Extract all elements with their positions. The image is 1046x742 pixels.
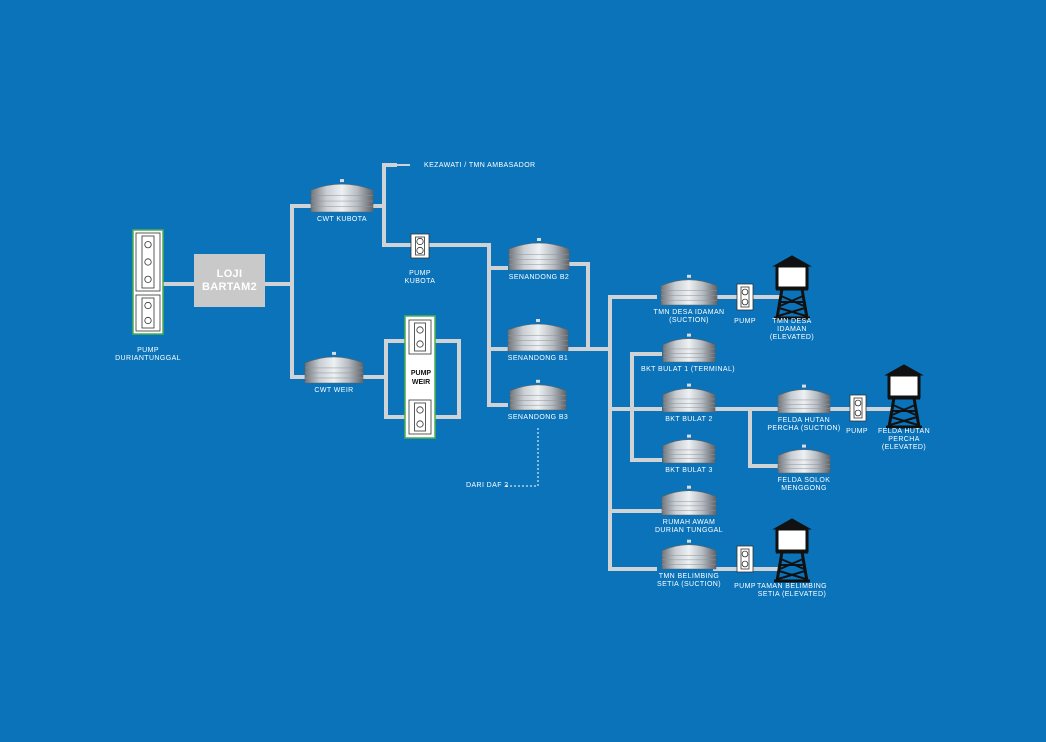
pump-pump-kubota [410,233,430,259]
water-tower-felda-hutan-percha-elevated [884,364,924,429]
label-felda-solok-menggong: FELDA SOLOK MENGGONG [777,477,831,492]
label-tmn-belimbing-suction: TMN BELIMBING SETIA (SUCTION) [657,573,721,588]
label-cwt-kubota: CWT KUBOTA [316,216,368,223]
label-taman-belimbing-elevated: TAMAN BELIMBING SETIA (ELEVATED) [756,583,828,598]
label-pump-duriantunggal: PUMP DURIANTUNGGAL [115,347,181,362]
label-senandong-b3: SENANDONG B3 [507,414,569,421]
label-pump-idaman: PUMP [734,318,756,325]
pipe [428,243,508,407]
tank-felda-solok-menggong [777,444,831,474]
label-senandong-b1: SENANDONG B1 [507,355,569,362]
pump-pump-belimbing [736,545,754,573]
pump-pump-weir-a [408,319,432,355]
pipe [371,204,412,247]
water-tower-tmn-desa-idaman-elevated [772,255,812,320]
label-felda-hutan-percha-elevated: FELDA HUTAN PERCHA (ELEVATED) [877,428,931,451]
label-tmn-desa-idaman-elevated: TMN DESA IDAMAN (ELEVATED) [769,318,815,341]
label-pump-kubota: PUMP KUBOTA [404,270,436,285]
label-felda-hutan-percha-suction: FELDA HUTAN PERCHA (SUCTION) [767,417,841,432]
label-pump-belimbing: PUMP [734,583,756,590]
tank-senandong-b1 [507,319,569,352]
label-dari-daf2: DARI DAF 2 [466,482,509,489]
tank-felda-hutan-percha [777,384,831,414]
label-kezawati: KEZAWATI / TMN AMBASADOR [424,162,536,169]
pump-pump-percha [849,394,867,422]
pump-layer [132,229,867,573]
label-bkt-bulat-2: BKT BULAT 2 [665,416,713,423]
pipe [290,204,312,379]
tank-bkt-bulat-3 [662,434,716,464]
tank-bkt-bulat-2 [662,383,716,413]
tank-bkt-bulat-1 [662,333,716,363]
pump-pump-idaman [736,283,754,311]
pipe [382,163,397,208]
label-rumah-awam: RUMAH AWAM DURIAN TUNGGAL [654,519,724,534]
label-cwt-weir: CWT WEIR [314,387,354,394]
label-bkt-bulat-1: BKT BULAT 1 (TERMINAL) [641,366,735,373]
tank-tmn-belimbing [661,539,717,570]
pipe [608,295,657,571]
pump-weir-label: PUMP WEIR [410,370,432,386]
pipe [630,352,662,462]
pipe [748,407,782,468]
tank-cwt-weir [304,351,364,384]
tower-layer [772,255,924,583]
label-pump-percha: PUMP [846,428,868,435]
tank-layer [304,179,831,570]
label-tmn-desa-idaman-suction: TMN DESA IDAMAN (SUCTION) [653,309,725,324]
pipe [568,262,612,351]
plant-loji-bartam2: LOJI BARTAM2 [194,254,265,307]
label-bkt-bulat-3: BKT BULAT 3 [665,467,713,474]
tank-senandong-b2 [508,238,570,271]
plant-label: LOJI BARTAM2 [201,267,258,293]
pump-pump-weir-b [408,399,432,435]
tank-rumah-awam [661,485,717,516]
tank-senandong-b3 [509,379,567,411]
pump-pump-duriantunggal-a [135,232,161,292]
label-senandong-b2: SENANDONG B2 [508,274,570,281]
pipe-network [161,163,892,571]
pump-pump-duriantunggal-b [135,294,161,332]
tank-tmn-desa-idaman [660,274,718,306]
tank-cwt-kubota [310,179,374,213]
water-tower-taman-belimbing-elevated [772,518,812,583]
dashed-feed-line [506,426,539,487]
